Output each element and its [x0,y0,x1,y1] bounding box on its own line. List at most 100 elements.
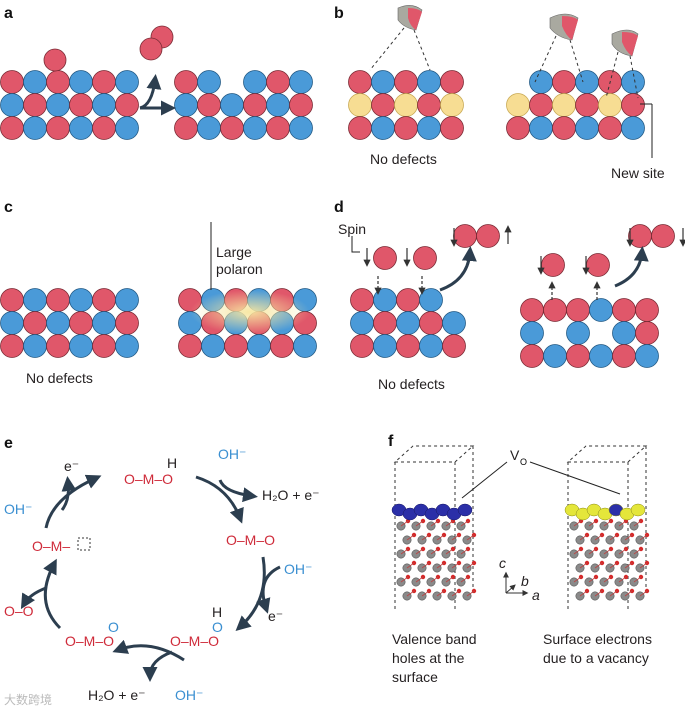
oxygen-atom [506,116,530,140]
oxygen-atom [243,93,267,117]
oxygen-atom [350,334,374,358]
metal-atom [69,70,93,94]
panel-d-lattice-right [520,298,659,368]
metal-atom [635,344,659,368]
panel-e: e e⁻ OH⁻ O–M– O–O H O–M–O OH⁻ H₂O + e⁻ O… [4,435,320,703]
oxygen-atom [348,116,372,140]
oxygen-atom [266,70,290,94]
adsorbate-molecule [397,5,423,31]
spin-pointer [351,236,360,253]
metal-atom [69,116,93,140]
oxygen-label: O [212,619,223,635]
oxygen-atom [23,93,47,117]
metal-atom [115,288,139,312]
oxygen-atom [371,93,395,117]
metal-atom [293,334,317,358]
metal-atom [442,311,466,335]
panel-d-lattice-left [350,288,466,358]
oxygen-atom [453,224,477,248]
oxygen-atom [552,116,576,140]
metal-atom [529,116,553,140]
oxygen-atom [373,246,397,270]
adsorbate-molecule [549,13,579,41]
water-electron-label: H₂O + e⁻ [88,687,146,703]
oxygen-atom [224,334,248,358]
oxygen-atom [413,246,437,270]
oxygen-label: O [108,619,119,635]
oxygen-atom [541,253,565,277]
axes-indicator: c b a [499,555,540,603]
oxygen-atom [92,116,116,140]
metal-atom [115,116,139,140]
defect-atom [552,93,576,117]
metal-atom [417,116,441,140]
panel-a-lattice-right [174,70,313,140]
metal-atom [289,70,313,94]
oxygen-atom [92,70,116,94]
watermark: 大数跨境 [4,692,52,707]
metal-atom [115,70,139,94]
metal-atom [417,70,441,94]
oxygen-atom [612,298,636,322]
panel-label-a: a [4,5,13,22]
oxygen-atom [394,70,418,94]
metal-atom [243,70,267,94]
panel-d: d Spin No defects [334,199,685,392]
oxygen-atom [46,70,70,94]
oxygen-atom [396,334,420,358]
intermediate-right: O–M–O [226,532,275,548]
hydroxide-label: OH⁻ [218,446,246,462]
electron-label: e⁻ [268,608,283,624]
panel-label-b: b [334,5,344,22]
metal-atom [289,116,313,140]
metal-atom [371,70,395,94]
metal-site-left: O–M– [32,538,70,554]
oxygen-atom [92,288,116,312]
oxygen-atom [69,311,93,335]
o2-label: O–O [4,603,34,619]
metal-atom [197,116,221,140]
metal-atom [529,70,553,94]
metal-atom [201,334,225,358]
oxygen-atom [178,334,202,358]
metal-atom [46,311,70,335]
defect-atom [348,93,372,117]
metal-atom [0,311,24,335]
caption-left-3: surface [392,669,438,685]
no-defects-label: No defects [370,151,437,167]
oxygen-atom [46,334,70,358]
adatom [43,48,67,72]
oxygen-atom [394,116,418,140]
oxygen-atom [46,116,70,140]
metal-atom [419,334,443,358]
spin-label: Spin [338,221,366,237]
panel-a: a [0,5,313,140]
panel-c: c Large polaron No defects [0,199,317,386]
oxygen-atom [0,70,24,94]
unit-cell-box [393,445,475,612]
panel-b-lattice-left [348,70,464,140]
oxygen-atom [651,224,675,248]
metal-atom [243,116,267,140]
metal-atom [520,321,544,345]
oxygen-atom [46,288,70,312]
oxygen-atom [419,311,443,335]
hydroxide-label: OH⁻ [284,561,312,577]
oxygen-atom [174,70,198,94]
oxygen-atom [586,253,610,277]
leaving-atom [139,37,163,61]
oxygen-atom [476,224,500,248]
oxygen-atom [69,93,93,117]
oxygen-atom [442,334,466,358]
intermediate-lower-right: O–M–O [170,633,219,649]
metal-atom [266,93,290,117]
oxygen-atom [92,334,116,358]
oxygen-atom [348,70,372,94]
metal-atom [46,93,70,117]
axis-b-label: b [521,573,529,589]
electron-label: e⁻ [64,458,79,474]
metal-atom [543,344,567,368]
oxygen-atom [635,298,659,322]
metal-atom [220,93,244,117]
oxygen-atom [621,93,645,117]
